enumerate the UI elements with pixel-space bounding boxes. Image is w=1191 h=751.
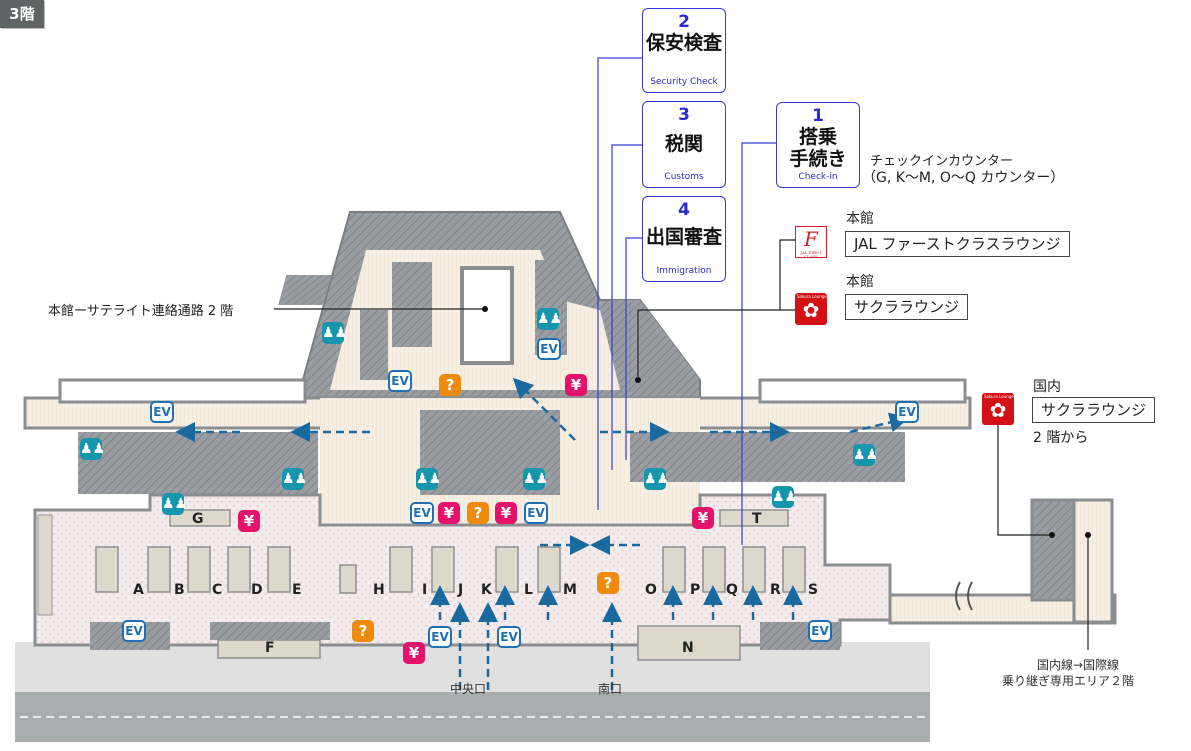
elevator-icon[interactable]: EV <box>428 626 452 648</box>
route-arrows <box>175 377 910 690</box>
lounge-building-label: 国内 <box>1033 379 1061 395</box>
lounge-building-label: 本館 <box>846 274 874 290</box>
jal-first-class-logo: F JAL FIRST CLASS <box>795 226 827 259</box>
information-icon[interactable]: ? <box>352 620 374 642</box>
elevator-icon[interactable]: EV <box>537 338 561 360</box>
step-immigration: 4 出国審査 Immigration <box>642 196 726 282</box>
sakura-logo-subtext: Sakura Lounge <box>984 394 1014 399</box>
sakura-flower-icon: ✿ <box>989 398 1007 422</box>
restroom-icon[interactable]: ♟♟ <box>523 468 548 490</box>
elevator-icon[interactable]: EV <box>497 626 521 648</box>
step-title-line2: 手続き <box>789 148 847 170</box>
south-entrance-label: 南口 <box>598 682 623 696</box>
step-subtitle: Immigration <box>656 266 712 276</box>
information-icon[interactable]: ? <box>597 572 619 594</box>
step-title: 税関 <box>664 133 703 155</box>
sakura-lounge-logo: Sakura Lounge ✿ <box>982 393 1014 425</box>
restroom-icon[interactable]: ♟♟ <box>644 468 669 490</box>
step-title: 出国審査 <box>645 226 722 248</box>
counter-J: J <box>458 582 464 598</box>
lounge-building-label: 本館 <box>846 211 874 227</box>
information-icon[interactable]: ? <box>467 502 489 524</box>
counter-P: P <box>690 582 701 598</box>
checkin-note-line1: チェックインカウンター <box>870 154 1014 169</box>
central-entrance-label: 中央口 <box>450 682 487 696</box>
counter-I: I <box>422 582 428 598</box>
elevator-icon[interactable]: EV <box>410 502 434 524</box>
step-connector-lines <box>597 57 776 545</box>
sakura-lounge-label[interactable]: サクララウンジ <box>845 294 969 320</box>
information-icon[interactable]: ? <box>439 374 461 396</box>
counter-F: F <box>265 640 275 656</box>
satellite-void <box>460 266 514 365</box>
counter-O: O <box>645 582 657 598</box>
step-customs: 3 税関 Customs <box>642 101 726 188</box>
counter-B: B <box>174 582 185 598</box>
restroom-icon[interactable]: ♟♟ <box>80 438 105 460</box>
sakura-logo-subtext: Sakura Lounge <box>797 294 827 299</box>
step-title: 保安検査 <box>645 32 722 54</box>
step-title-line1: 搭乗 <box>798 126 837 148</box>
elevator-icon[interactable]: EV <box>808 620 832 642</box>
elevator-icon[interactable]: EV <box>895 401 919 423</box>
counter-R: R <box>770 582 781 598</box>
counter-L: L <box>524 582 533 598</box>
step-subtitle: Customs <box>664 172 704 182</box>
transfer-area-label-line1: 国内線→国際線 <box>1037 658 1120 672</box>
currency-exchange-icon[interactable]: ¥ <box>403 642 425 664</box>
step-subtitle: Security Check <box>650 77 718 87</box>
restroom-icon[interactable]: ♟♟ <box>282 468 307 490</box>
currency-exchange-icon[interactable]: ¥ <box>692 507 714 529</box>
counter-T: T <box>752 511 762 527</box>
domestic-lounge-note: 2 階から <box>1033 430 1089 446</box>
counter-islands <box>95 509 806 661</box>
step-number: 3 <box>678 105 690 125</box>
sakura-lounge-logo: Sakura Lounge ✿ <box>795 293 827 325</box>
restroom-icon[interactable]: ♟♟ <box>853 444 878 466</box>
elevator-icon[interactable]: EV <box>524 502 548 524</box>
step-security-check: 2 保安検査 Security Check <box>642 8 726 93</box>
step-number: 4 <box>678 200 690 220</box>
counter-S: S <box>808 582 819 598</box>
restroom-icon[interactable]: ♟♟ <box>537 308 562 330</box>
jal-logo-glyph: F <box>804 227 818 251</box>
currency-exchange-icon[interactable]: ¥ <box>238 510 260 532</box>
restroom-icon[interactable]: ♟♟ <box>416 468 441 490</box>
sakura-flower-icon: ✿ <box>802 298 820 322</box>
checkin-note-line2: （G, K～M, O～Q カウンター） <box>862 170 1065 186</box>
elevator-icon[interactable]: EV <box>122 620 146 642</box>
counter-D: D <box>251 582 263 598</box>
counter-M: M <box>563 582 577 598</box>
step-number: 1 <box>812 106 824 126</box>
counter-Q: Q <box>726 582 738 598</box>
elevator-icon[interactable]: EV <box>388 370 412 392</box>
restroom-icon[interactable]: ♟♟ <box>772 486 797 508</box>
floor-label: 3階 <box>0 0 44 28</box>
counter-H: H <box>373 582 385 598</box>
transfer-area-label-line2: 乗り継ぎ専用エリア２階 <box>1002 674 1135 688</box>
elevator-icon[interactable]: EV <box>150 401 174 423</box>
counter-E: E <box>292 582 302 598</box>
jal-logo-subtext: JAL FIRST CLASS <box>800 250 822 259</box>
currency-exchange-icon[interactable]: ¥ <box>495 502 517 524</box>
jal-first-class-lounge-label[interactable]: JAL ファーストクラスラウンジ <box>845 231 1070 257</box>
counter-N: N <box>682 640 694 656</box>
counter-G: G <box>192 511 204 527</box>
satellite-connector-label: 本館ーサテライト連絡通路 2 階 <box>48 304 234 319</box>
restroom-icon[interactable]: ♟♟ <box>322 322 347 344</box>
road-curb <box>15 642 930 694</box>
counter-A: A <box>133 582 144 598</box>
counter-C: C <box>212 582 223 598</box>
step-subtitle: Check-in <box>798 172 838 182</box>
currency-exchange-icon[interactable]: ¥ <box>565 374 587 396</box>
counter-K: K <box>481 582 492 598</box>
currency-exchange-icon[interactable]: ¥ <box>438 502 460 524</box>
step-check-in: 1 搭乗 手続き Check-in <box>776 102 860 188</box>
domestic-sakura-lounge-label[interactable]: サクララウンジ <box>1032 397 1156 423</box>
restroom-icon[interactable]: ♟♟ <box>162 493 187 515</box>
step-number: 2 <box>678 12 690 32</box>
